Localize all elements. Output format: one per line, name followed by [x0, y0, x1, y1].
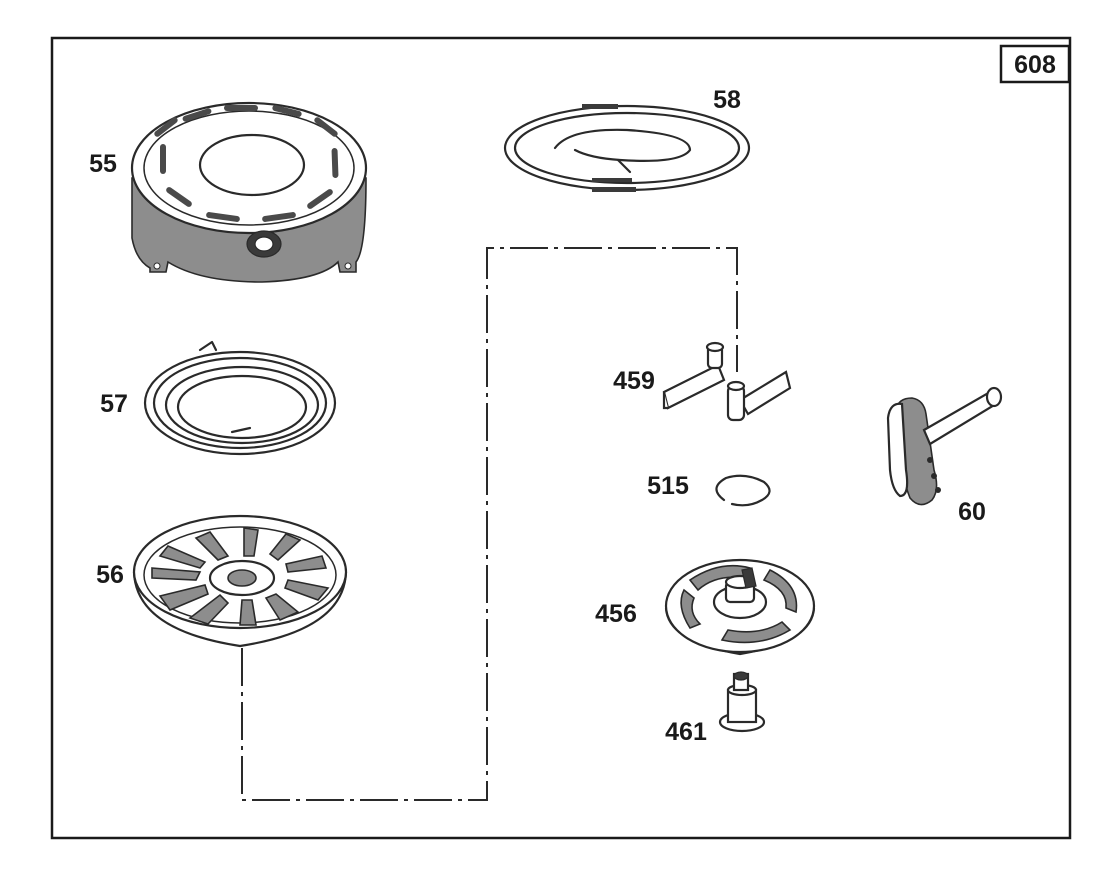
housing-illustration: [130, 101, 368, 283]
ratchet-illustration: [664, 558, 816, 656]
page-number: 608: [1014, 51, 1056, 79]
label-456: 456: [595, 600, 637, 628]
pulley-illustration: [132, 514, 348, 648]
rewind-spring-illustration: [143, 340, 337, 456]
assembly-line: [241, 247, 738, 801]
retainer-clip-illustration: [715, 474, 771, 507]
label-58: 58: [713, 86, 741, 114]
label-461: 461: [665, 718, 707, 746]
page-number-box: 608: [999, 44, 1071, 84]
label-515: 515: [647, 472, 689, 500]
diagram-frame: [50, 36, 1072, 840]
label-60: 60: [958, 498, 986, 526]
label-459: 459: [613, 367, 655, 395]
pawl-illustration: [662, 341, 792, 422]
label-56: 56: [96, 561, 124, 589]
handle-illustration: [886, 386, 1003, 506]
spring-ring-illustration: [503, 104, 751, 192]
label-55: 55: [89, 150, 117, 178]
label-57: 57: [100, 390, 128, 418]
screw-illustration: [718, 671, 766, 733]
